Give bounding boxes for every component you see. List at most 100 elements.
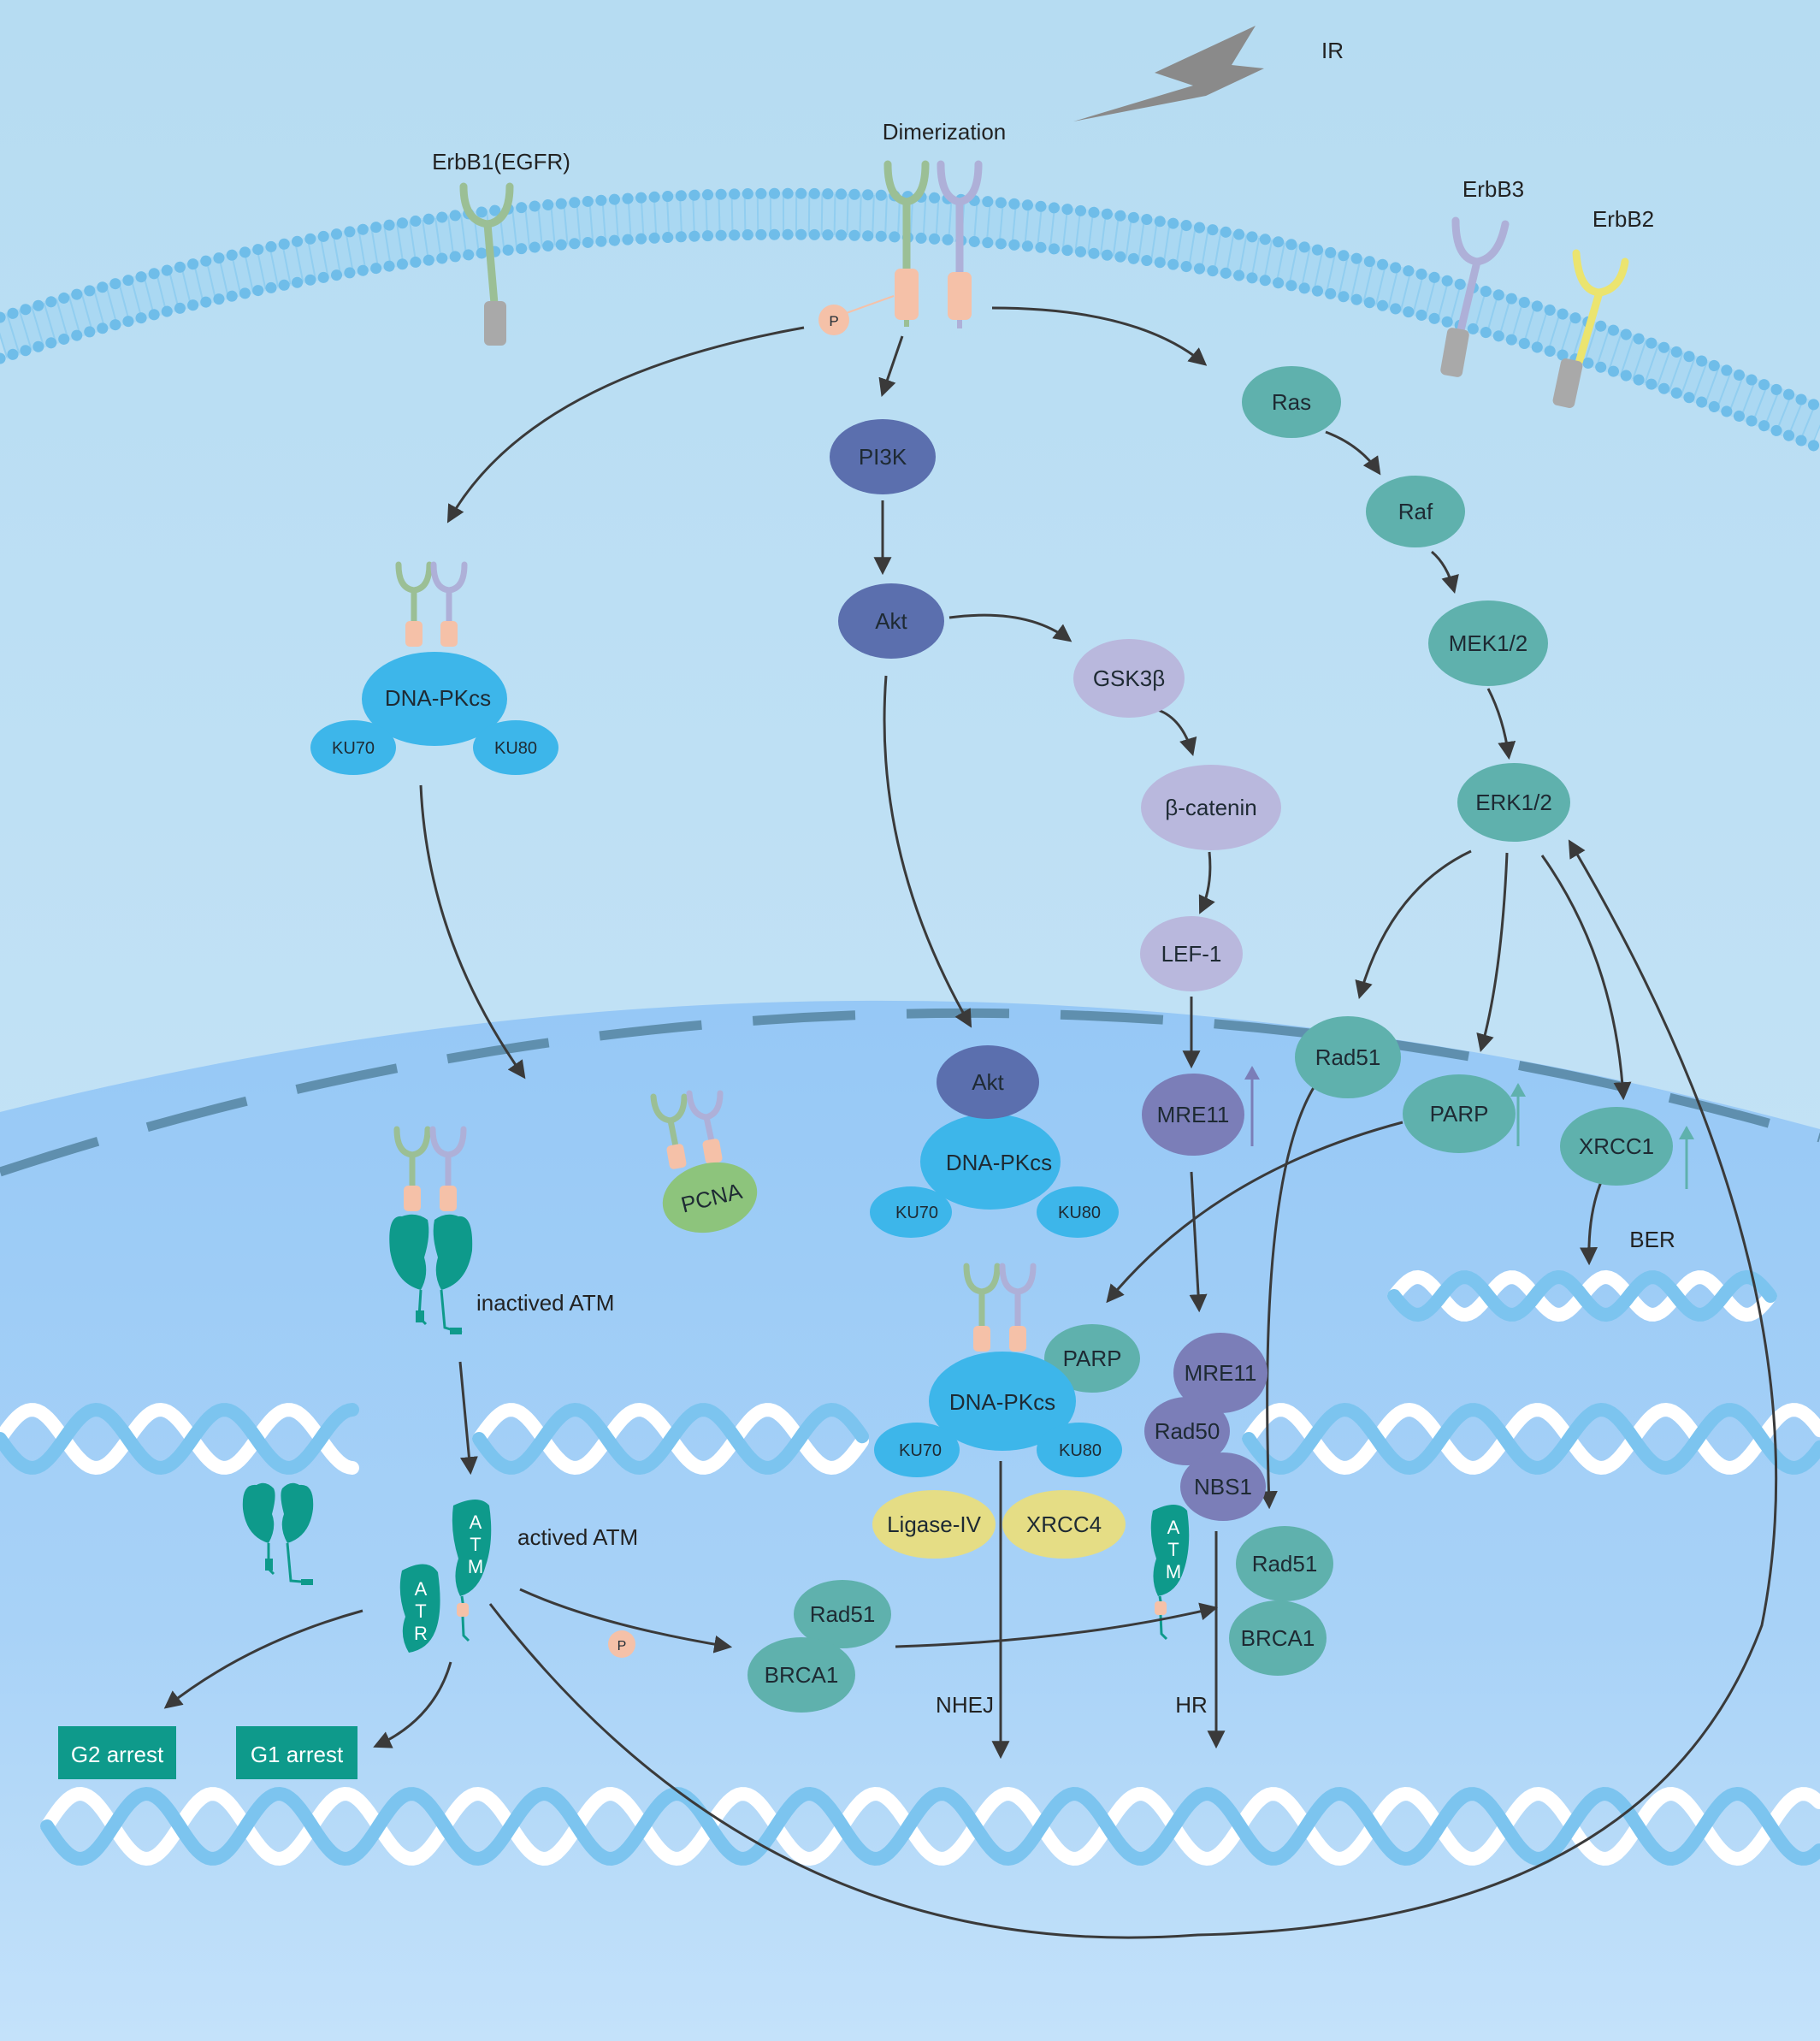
- node-akt-nucleus-label: Akt: [972, 1069, 1004, 1095]
- node-pi3k: PI3K: [830, 419, 936, 494]
- node-xrcc1-label: XRCC1: [1579, 1133, 1654, 1159]
- dna-helix-bottom: [40, 1786, 1820, 1866]
- node-mre11-envelope: MRE11: [1142, 1074, 1244, 1156]
- node-mek-label: MEK1/2: [1449, 630, 1528, 656]
- node-ras: Ras: [1242, 366, 1341, 438]
- node-ras-label: Ras: [1272, 389, 1311, 415]
- node-dnapkcs-cytoplasm: DNA-PKcs KU70 KU80: [310, 652, 558, 775]
- node-ku70-cytoplasm-label: KU70: [332, 739, 375, 758]
- atr-letter-a: A: [415, 1578, 428, 1600]
- ber-label: BER: [1629, 1227, 1675, 1252]
- node-ku80-cytoplasm-label: KU80: [494, 739, 537, 758]
- node-rad51-envelope: Rad51: [1295, 1016, 1401, 1098]
- xrcc1-up-arrow-icon: [1679, 1126, 1694, 1139]
- node-mek: MEK1/2: [1428, 600, 1548, 686]
- hr-atm-letter-t: T: [1167, 1539, 1179, 1560]
- node-rad51-hr-label: Rad51: [1252, 1551, 1318, 1577]
- node-dnapkcs-nhej-label: DNA-PKcs: [949, 1389, 1055, 1415]
- erbb3-receptor-icon: [1440, 216, 1510, 377]
- g2-arrest-box: G2 arrest: [58, 1726, 176, 1779]
- atm-monomer-pair-icon: [242, 1482, 314, 1585]
- receptor-dimer-on-nhej-icon: [963, 1263, 1037, 1352]
- node-mrn-complex: MRE11 Rad50 NBS1: [1144, 1333, 1268, 1521]
- node-parp-envelope: PARP: [1403, 1074, 1516, 1153]
- node-gsk3b: GSK3β: [1073, 639, 1185, 718]
- dna-helices: [0, 1269, 1820, 1866]
- node-lef1: LEF-1: [1140, 916, 1243, 991]
- node-beta-catenin: β-catenin: [1141, 765, 1281, 850]
- parp-up-arrow-icon: [1510, 1083, 1526, 1097]
- ir-lightning-icon: [1073, 26, 1264, 121]
- node-ku70-nhej-label: KU70: [899, 1441, 942, 1460]
- node-brca1-hr-label: BRCA1: [1241, 1625, 1315, 1651]
- node-akt-cytoplasm-label: Akt: [875, 608, 907, 634]
- node-pi3k-label: PI3K: [859, 444, 907, 470]
- dna-helix-center: [472, 1402, 869, 1476]
- node-ku80-nucleus-label: KU80: [1058, 1204, 1101, 1222]
- node-mre11-envelope-label: MRE11: [1157, 1102, 1230, 1127]
- phosphate-label: P: [829, 313, 838, 329]
- node-rad51-envelope-label: Rad51: [1315, 1044, 1381, 1070]
- active-atm-letters: A T M: [468, 1512, 483, 1577]
- atm-letter-a: A: [470, 1512, 482, 1533]
- node-parp-nhej-label: PARP: [1063, 1346, 1122, 1371]
- erbb1-label: ErbB1(EGFR): [432, 149, 570, 175]
- node-beta-catenin-label: β-catenin: [1165, 795, 1256, 820]
- erbb2-label: ErbB2: [1592, 206, 1654, 232]
- hr-atm-icon: [1150, 1505, 1190, 1641]
- mre11-up-arrow-icon: [1244, 1066, 1260, 1080]
- node-nhej-complex: PARP DNA-PKcs KU70 KU80 Ligase-IV XRCC4: [872, 1324, 1140, 1559]
- dna-helix-ber: [1387, 1269, 1777, 1322]
- phosphate-label-nuclear: P: [618, 1639, 627, 1654]
- erbb1-receptor-icon: [459, 182, 514, 346]
- node-pcna: PCNA: [662, 1162, 758, 1233]
- node-dnapkcs-nucleus-label: DNA-PKcs: [946, 1150, 1052, 1175]
- receptor-dimer-on-pcna-icon: [650, 1090, 724, 1169]
- node-ku70-nucleus-label: KU70: [895, 1204, 938, 1222]
- inactive-atm-icon: [389, 1214, 473, 1334]
- nuclear-envelope: [0, 1008, 1820, 1177]
- node-erk-label: ERK1/2: [1475, 790, 1552, 815]
- node-ligase-iv-label: Ligase-IV: [887, 1512, 981, 1537]
- receptor-dimer-on-dnapkcs-icon: [395, 561, 468, 647]
- upregulation-arrows: [1244, 1066, 1694, 1189]
- node-raf-label: Raf: [1398, 499, 1433, 524]
- phosphate-icon: [818, 305, 849, 335]
- active-atm-label: actived ATM: [517, 1524, 638, 1550]
- dna-helix-right: [1242, 1402, 1820, 1476]
- node-nbs1-label: NBS1: [1194, 1474, 1252, 1500]
- node-atm-target-rad51-brca1: Rad51 BRCA1: [748, 1580, 891, 1713]
- node-ku80-nhej-label: KU80: [1059, 1441, 1102, 1460]
- atr-letter-r: R: [414, 1623, 428, 1644]
- node-gsk3b-label: GSK3β: [1093, 666, 1165, 691]
- atm-letter-t: T: [470, 1534, 481, 1555]
- node-parp-envelope-label: PARP: [1430, 1101, 1489, 1127]
- active-atm-icon: [452, 1500, 492, 1642]
- hr-label: HR: [1175, 1692, 1208, 1718]
- node-dnapkcs-cytoplasm-label: DNA-PKcs: [385, 685, 491, 711]
- ir-label: IR: [1321, 38, 1344, 63]
- atm-letter-m: M: [468, 1556, 483, 1577]
- node-akt-cytoplasm: Akt: [838, 583, 944, 659]
- node-xrcc4-label: XRCC4: [1026, 1512, 1102, 1537]
- node-lef1-label: LEF-1: [1161, 941, 1222, 967]
- g2-arrest-label: G2 arrest: [71, 1742, 164, 1767]
- node-brca1-atm-label: BRCA1: [765, 1662, 839, 1688]
- node-raf: Raf: [1366, 476, 1465, 547]
- erbb3-label: ErbB3: [1462, 176, 1524, 202]
- node-xrcc1: XRCC1: [1560, 1107, 1673, 1186]
- atr-letters: A T R: [414, 1578, 428, 1644]
- node-dnapkcs-akt-complex: Akt DNA-PKcs KU70 KU80: [870, 1045, 1119, 1238]
- node-mre11-mrn-label: MRE11: [1185, 1360, 1257, 1386]
- hr-atm-letters: A T M: [1166, 1517, 1181, 1583]
- pathway-arrows: [163, 306, 1778, 1939]
- hr-atm-letter-m: M: [1166, 1561, 1181, 1583]
- dna-helix-left: [0, 1402, 359, 1476]
- dimer-receptor-icon: [841, 160, 983, 328]
- nhej-label: NHEJ: [936, 1692, 994, 1718]
- receptor-dimer-on-atm-icon: [393, 1126, 467, 1211]
- hr-atm-letter-a: A: [1167, 1517, 1180, 1538]
- g1-arrest-box: G1 arrest: [236, 1726, 358, 1779]
